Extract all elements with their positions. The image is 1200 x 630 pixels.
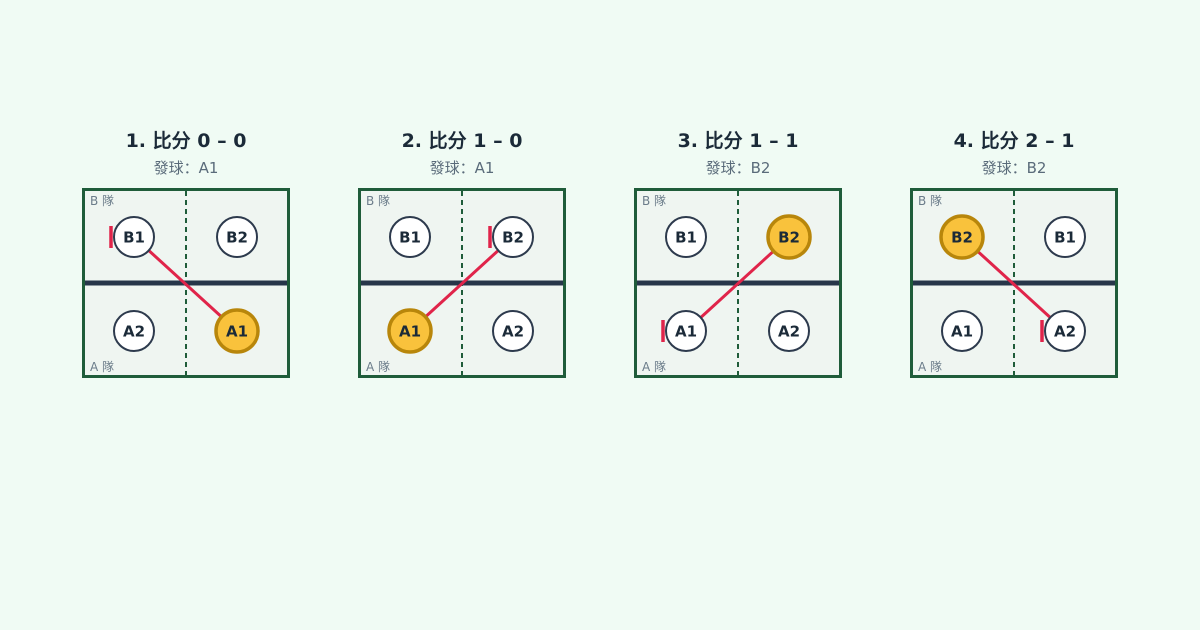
player-a2-label: A2 (123, 323, 145, 341)
serve-path (424, 248, 500, 318)
player-b2-circle (492, 216, 534, 258)
player-a1-circle (387, 308, 433, 354)
player-a2-circle (768, 310, 810, 352)
player-a1-label: A1 (675, 323, 697, 341)
panel-title: 4. 比分 2 – 1 (954, 130, 1075, 152)
player-a1-label: A1 (399, 323, 421, 341)
player-b1-circle (1044, 216, 1086, 258)
team-label-bottom: A 隊 (918, 359, 942, 374)
player-b2-circle (766, 214, 812, 260)
player-b2-label: B2 (502, 229, 524, 247)
serve-path (699, 250, 775, 320)
player-b2-circle (939, 214, 985, 260)
panel-subtitle: 發球：A1 (430, 159, 495, 177)
player-b1-label: B1 (1054, 229, 1076, 247)
player-b1-circle (113, 216, 155, 258)
player-a1-circle (214, 308, 260, 354)
player-b2-circle (216, 216, 258, 258)
player-a2-label: A2 (778, 323, 800, 341)
team-label-top: B 隊 (642, 193, 666, 208)
player-b1-label: B1 (675, 229, 697, 247)
serve-path (147, 248, 223, 318)
panel-subtitle: 發球：A1 (154, 159, 219, 177)
panel-subtitle: 發球：B2 (982, 159, 1047, 177)
team-label-top: B 隊 (90, 193, 114, 208)
panel-subtitle: 發球：B2 (706, 159, 771, 177)
player-b1-circle (389, 216, 431, 258)
serve-path (976, 250, 1052, 320)
player-a2-circle (1044, 310, 1086, 352)
team-label-bottom: A 隊 (90, 359, 114, 374)
player-a2-label: A2 (502, 323, 524, 341)
player-b1-label: B1 (399, 229, 421, 247)
team-label-bottom: A 隊 (366, 359, 390, 374)
team-label-top: B 隊 (918, 193, 942, 208)
panel-title: 1. 比分 0 – 0 (126, 130, 247, 152)
team-label-bottom: A 隊 (642, 359, 666, 374)
player-b2-label: B2 (226, 229, 248, 247)
player-b2-label: B2 (778, 229, 800, 247)
panel-title: 2. 比分 1 – 0 (402, 130, 523, 152)
panel-title: 3. 比分 1 – 1 (678, 130, 799, 152)
team-label-top: B 隊 (366, 193, 390, 208)
player-b1-label: B1 (123, 229, 145, 247)
player-b2-label: B2 (951, 229, 973, 247)
player-b1-circle (665, 216, 707, 258)
player-a2-label: A2 (1054, 323, 1076, 341)
player-a2-circle (113, 310, 155, 352)
player-a1-label: A1 (951, 323, 973, 341)
player-a1-circle (665, 310, 707, 352)
player-a2-circle (492, 310, 534, 352)
player-a1-label: A1 (226, 323, 248, 341)
player-a1-circle (941, 310, 983, 352)
